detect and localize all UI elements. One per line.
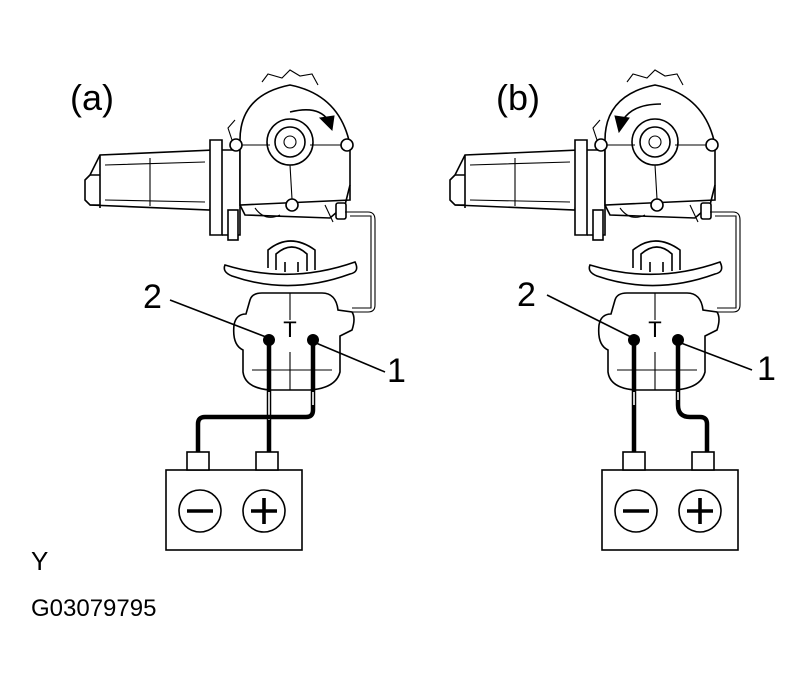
panel-b-label: (b) (496, 77, 540, 118)
panel-b: (b) 2 1 (449, 69, 776, 552)
connector-b (597, 292, 720, 391)
clockwise-arrow-icon (289, 109, 335, 132)
pin-2-leader-b (546, 294, 632, 338)
harness-wires-a (195, 340, 316, 452)
pin-2-callout-a: 2 (143, 278, 162, 316)
panel-a-label: (a) (70, 77, 114, 118)
pin-1-leader-b (680, 342, 753, 371)
connector-a (232, 292, 355, 391)
section-letter: Y (31, 546, 49, 576)
pin-1-callout-a: 1 (387, 352, 406, 390)
harness-wires-b (631, 340, 710, 452)
window-motor-b (449, 69, 719, 241)
panel-a: (a) 2 1 (70, 69, 406, 552)
pin-2-callout-b: 2 (517, 276, 536, 314)
window-motor-a (84, 69, 354, 241)
counterclockwise-arrow-icon (614, 103, 662, 134)
pin-2-leader-a (169, 299, 267, 338)
figure-code: G03079795 (31, 595, 157, 622)
pin-1-callout-b: 1 (757, 350, 776, 388)
retainer-clip-b (588, 240, 723, 287)
battery-a (164, 450, 304, 552)
battery-b (600, 450, 740, 552)
retainer-clip-a (223, 240, 358, 287)
pin-1-leader-a (315, 342, 386, 373)
